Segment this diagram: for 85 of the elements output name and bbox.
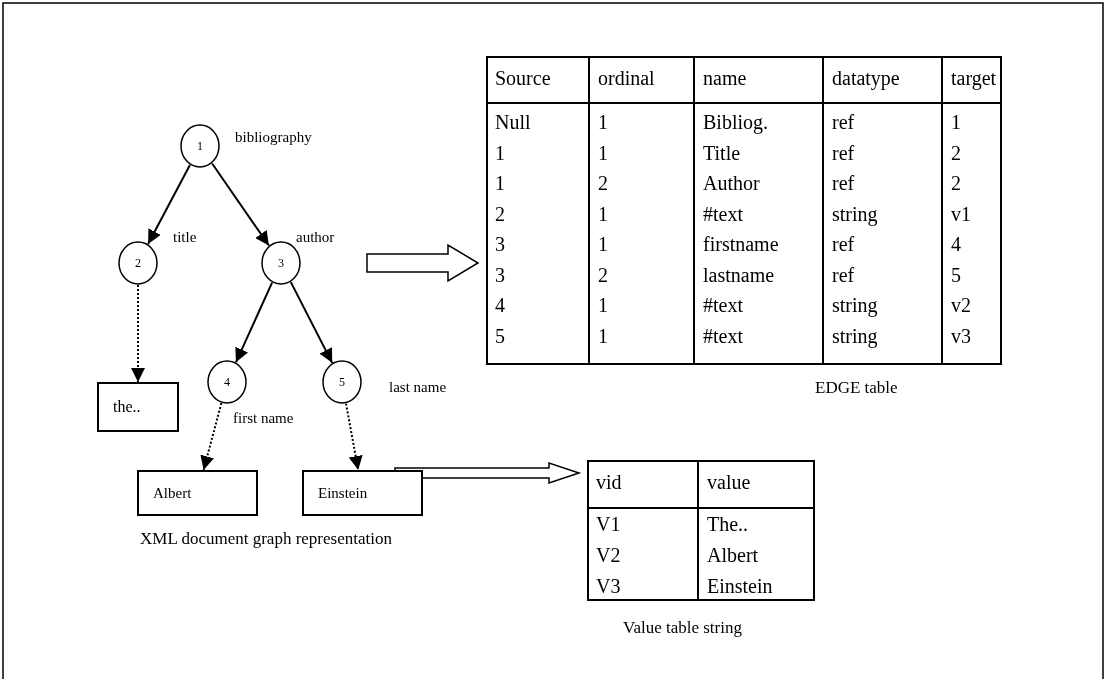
table-cell: ref [832, 110, 855, 134]
table-cell: 1 [598, 110, 608, 134]
table-cell: Einstein [707, 574, 773, 598]
circle-node [180, 124, 220, 168]
table-cell: 2 [951, 140, 961, 165]
element-name: last name [389, 378, 447, 396]
table-cell: 1 [495, 171, 505, 195]
element-name: author [296, 228, 335, 246]
arrow [345, 402, 363, 471]
table-cell: The.. [707, 512, 749, 536]
circle-node [261, 241, 301, 285]
table-cell: v1 [951, 201, 971, 226]
column-header: target [951, 66, 997, 90]
table-cell: lastname [703, 262, 775, 287]
value-box: the.. [97, 382, 179, 432]
column-header: Source [495, 66, 551, 90]
table-cell: 1 [951, 110, 961, 134]
circle-node [207, 360, 247, 404]
table-cell: v2 [951, 293, 971, 317]
table-cell: V2 [596, 543, 621, 567]
node-number: 2 [135, 255, 141, 271]
table-cell: 2 [598, 171, 608, 195]
table-cell: 1 [495, 140, 505, 165]
table-cell: Author [703, 171, 760, 195]
arrow [211, 162, 270, 247]
arrow [147, 164, 191, 245]
value-box: Albert [137, 470, 258, 516]
table-cell: ref [832, 232, 855, 256]
table-cell: Albert [707, 543, 759, 567]
table-cell: Bibliog. [703, 110, 768, 134]
table-cell: Title [703, 140, 741, 165]
node-number: 3 [278, 255, 284, 271]
table-cell: ref [832, 140, 855, 165]
arrow [289, 281, 334, 364]
table-cell: V1 [596, 512, 621, 536]
column-header: vid [596, 470, 622, 494]
value-box: Einstein [302, 470, 423, 516]
node-number: 5 [339, 374, 345, 390]
table-cell: 2 [495, 201, 505, 226]
column-header: ordinal [598, 66, 655, 90]
table-cell: 1 [598, 140, 608, 165]
table-cell: #text [703, 201, 743, 226]
data-table [587, 460, 815, 601]
table-cell: 5 [495, 323, 505, 348]
table-cell: string [832, 323, 878, 348]
column-header: name [703, 66, 747, 90]
table-cell: V3 [596, 574, 621, 598]
table-cell: v3 [951, 323, 971, 348]
table-cell: #text [703, 293, 743, 317]
element-name: bibliography [235, 128, 312, 146]
node-number: 1 [197, 138, 203, 154]
table-cell: 3 [495, 232, 505, 256]
table-caption: EDGE table [815, 379, 898, 397]
element-name: first name [233, 409, 294, 427]
table-cell: 1 [598, 293, 608, 317]
arrow [200, 402, 223, 471]
table-cell: 2 [951, 171, 961, 195]
table-cell: string [832, 201, 878, 226]
table-cell: ref [832, 262, 855, 287]
circle-node [322, 360, 362, 404]
column-header: value [707, 470, 751, 494]
table-caption: Value table string [623, 619, 742, 637]
node-number: 4 [224, 374, 230, 390]
table-cell: 1 [598, 201, 608, 226]
table-cell: 5 [951, 262, 961, 287]
table-cell: 4 [951, 232, 961, 256]
table-cell: Null [495, 110, 531, 134]
table-cell: string [832, 293, 878, 317]
table-cell: ref [832, 171, 855, 195]
table-cell: 2 [598, 262, 608, 287]
block-arrow [366, 243, 480, 283]
table-cell: 4 [495, 293, 505, 317]
arrow [234, 281, 274, 364]
data-table [486, 56, 1002, 365]
table-cell: 1 [598, 323, 608, 348]
table-cell: firstname [703, 232, 779, 256]
table-cell: 1 [598, 232, 608, 256]
element-name: title [173, 228, 197, 246]
column-header: datatype [832, 66, 900, 90]
table-cell: #text [703, 323, 743, 348]
circle-node [118, 241, 158, 285]
caption: XML document graph representation [140, 530, 392, 548]
arrow [131, 284, 145, 383]
table-cell: 3 [495, 262, 505, 287]
block-arrow [394, 461, 582, 485]
